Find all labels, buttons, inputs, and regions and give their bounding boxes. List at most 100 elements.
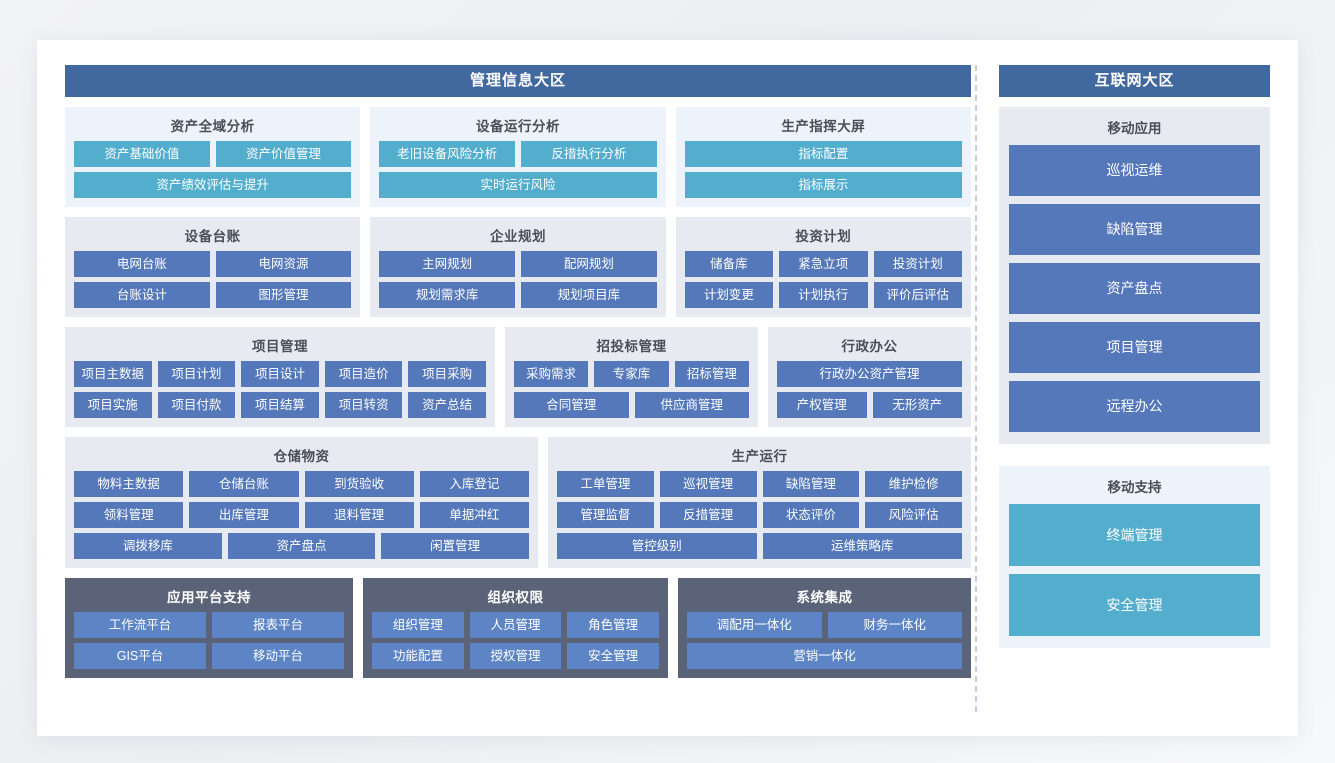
module-chip-g5b9e65f68fd0[interactable]: 实时运行风险	[379, 172, 657, 198]
management-zone-column: 管理信息大区 资产全域分析资产基础价值资产价值管理资产绩效评估与提升设备运行分析…	[65, 65, 971, 712]
module-chip-g50a859075e93[interactable]: 储备库	[684, 251, 774, 277]
module-chip-g8d2252a14e00[interactable]: 财务一体化	[827, 612, 962, 638]
module-chip-g8c0362e879fb[interactable]: 调拨移库	[74, 533, 222, 559]
module-chip-g56fe5f627ba1[interactable]: 图形管理	[215, 282, 352, 308]
module-chip-g5de189c67ba1[interactable]: 巡视管理	[659, 471, 757, 497]
module-chip-g5b8951687ba1[interactable]: 安全管理	[567, 643, 660, 669]
module-chip-g95f27f6e7ba1[interactable]: 闲置管理	[381, 533, 530, 559]
mobile-module-chip-g5b8951687ba1[interactable]: 安全管理	[1009, 574, 1260, 636]
group-row-operations: 仓储物资物料主数据仓储台账到货验收入库登记领料管理出库管理退料管理单据冲红调拨移…	[65, 437, 971, 568]
chip-row: 台账设计图形管理	[74, 282, 352, 308]
module-chip-g842595004e00[interactable]: 营销一体化	[687, 643, 962, 669]
module-chip-g630768075c55[interactable]: 指标展示	[684, 172, 962, 198]
group-card-g751f4ea78fd0: 生产运行工单管理巡视管理缺陷管理维护检修管理监督反措管理状态评价风险评估管控级别…	[548, 437, 971, 568]
module-chip-g988665997ba1[interactable]: 领料管理	[74, 502, 184, 528]
module-chip-g8bc44ef7540e[interactable]: 评价后评估	[873, 282, 962, 308]
module-chip-g8ba1521253d8[interactable]: 计划变更	[684, 282, 774, 308]
module-chip-g7ba1740676d1[interactable]: 管理监督	[557, 502, 654, 528]
mobile-module-chip-g987976ee7ba1[interactable]: 项目管理	[1009, 322, 1260, 373]
module-chip-g75357f518d44[interactable]: 电网资源	[215, 251, 352, 277]
chip-row: 功能配置授权管理安全管理	[372, 643, 660, 669]
module-chip-g914d7f5189c4[interactable]: 配网规划	[521, 251, 657, 277]
module-chip-g900065997ba1[interactable]: 退料管理	[304, 502, 414, 528]
module-chip-g4eba54587ba1[interactable]: 人员管理	[469, 612, 562, 638]
mobile-group-title: 移动应用	[1107, 121, 1162, 136]
module-chip-g8fd07ef47b56[interactable]: 运维策略库	[762, 533, 962, 559]
module-chip-g62a588685e73[interactable]: 报表平台	[212, 612, 344, 638]
module-chip-g726965994e3b[interactable]: 物料主数据	[74, 471, 184, 497]
module-chip-g4749535e7353[interactable]: GIS平台	[74, 643, 206, 669]
module-chip-g8ba152126267[interactable]: 计划执行	[779, 282, 868, 308]
module-chip-g987976ee7ed3[interactable]: 项目结算	[241, 392, 319, 418]
chip-row: GIS平台移动平台	[74, 643, 344, 669]
chip-row: 资产基础价值资产价值管理	[74, 141, 352, 167]
module-chip-g51fa5e937ba1[interactable]: 出库管理	[189, 502, 299, 528]
module-chip-g7d2760257acb[interactable]: 紧急立项	[779, 251, 868, 277]
module-chip-g79fb52a85e73[interactable]: 移动平台	[212, 643, 344, 669]
module-chip-g987976ee5b9e[interactable]: 项目实施	[74, 392, 152, 418]
management-zone-body: 资产全域分析资产基础价值资产价值管理资产绩效评估与提升设备运行分析老旧设备风险分…	[65, 107, 971, 712]
group-title: 招投标管理	[596, 339, 667, 354]
module-chip-g8d444ea7603b[interactable]: 资产总结	[408, 392, 486, 418]
mobile-module-chip-g7ec87aef7ba1[interactable]: 终端管理	[1009, 504, 1260, 566]
chip-row: 指标配置	[684, 141, 962, 167]
module-chip-g62db68077ba1[interactable]: 招标管理	[674, 361, 749, 387]
module-chip-g987976ee9020[interactable]: 项目造价	[324, 361, 403, 387]
mobile-module-chip-g7f3a96777ba1[interactable]: 缺陷管理	[1009, 204, 1260, 255]
module-chip-g987976ee8f6c[interactable]: 项目转资	[324, 392, 403, 418]
module-chip-g91c78d2d9700[interactable]: 采购需求	[514, 361, 589, 387]
module-chip-g63076807914d[interactable]: 指标配置	[684, 141, 962, 167]
module-chip-g529f80fd914d[interactable]: 功能配置	[372, 643, 464, 669]
module-chip-g8d444ea74ef7[interactable]: 资产价值管理	[215, 141, 352, 167]
module-chip-g7ec47ec77ba1[interactable]: 组织管理	[372, 612, 464, 638]
module-chip-g98ce96698bc4[interactable]: 风险评估	[865, 502, 962, 528]
module-chip-g5408540c7ba1[interactable]: 合同管理	[514, 392, 629, 418]
module-chip-g5de54f5c6d41[interactable]: 工作流平台	[74, 612, 206, 638]
group-row-ledger: 设备台账电网台账电网资源台账设计图形管理企业规划主网规划配网规划规划需求库规划项…	[65, 217, 971, 317]
module-chip-g53f08d268bbe[interactable]: 台账设计	[74, 282, 210, 308]
module-chip-g8d444ea77ee9[interactable]: 资产绩效评估与提升	[74, 172, 352, 198]
module-chip-g53cd63aa7ba1[interactable]: 反措管理	[659, 502, 757, 528]
group-title: 行政办公	[841, 339, 898, 354]
module-chip-g987976ee4ed8[interactable]: 项目付款	[157, 392, 236, 418]
chip-row: 工作流平台报表平台	[74, 612, 344, 638]
module-chip-g5355636e51b2[interactable]: 单据冲红	[419, 502, 529, 528]
module-chip-g800165e78bbe[interactable]: 老旧设备风险分析	[379, 141, 515, 167]
module-chip-g89d282727ba1[interactable]: 角色管理	[567, 612, 660, 638]
module-chip-g8d444ea757fa[interactable]: 资产基础价值	[74, 141, 210, 167]
module-chip-g51655e93767b[interactable]: 入库登记	[419, 471, 529, 497]
mobile-module-chip-g8fdc7a0b529e[interactable]: 远程办公	[1009, 381, 1260, 432]
module-chip-g987976ee91c7[interactable]: 项目采购	[408, 361, 486, 387]
module-chip-g75357f5153f0[interactable]: 电网台账	[74, 251, 210, 277]
module-chip-g72b660018bc4[interactable]: 状态评价	[762, 502, 860, 528]
module-chip-g987976ee8ba1[interactable]: 项目计划	[157, 361, 236, 387]
module-chip-g5de553557ba1[interactable]: 工单管理	[557, 471, 654, 497]
module-chip-g62958d448ba1[interactable]: 投资计划	[873, 251, 962, 277]
group-title: 投资计划	[795, 229, 852, 244]
mobile-module-chip-g8d444ea776d8[interactable]: 资产盘点	[1009, 263, 1260, 314]
chip-row: 组织管理人员管理角色管理	[372, 612, 660, 638]
group-card-g62958d448ba1: 投资计划储备库紧急立项投资计划计划变更计划执行评价后评估	[675, 217, 971, 317]
module-chip-g4f9b5e945546[interactable]: 供应商管理	[634, 392, 749, 418]
module-chip-g987976ee8bbe[interactable]: 项目设计	[241, 361, 319, 387]
module-chip-g4e135bb65e93[interactable]: 专家库	[594, 361, 669, 387]
mobile-group-g79fb52a8652f: 移动支持终端管理安全管理	[999, 466, 1270, 648]
module-chip-g89c452129700[interactable]: 规划需求库	[379, 282, 515, 308]
module-chip-g987976ee4e3b[interactable]: 项目主数据	[74, 361, 152, 387]
module-chip-g7ba163a77ea7[interactable]: 管控级别	[557, 533, 757, 559]
module-chip-g8c03914d7528[interactable]: 调配用一体化	[687, 612, 822, 638]
module-chip-g638867437ba1[interactable]: 授权管理	[469, 643, 562, 669]
module-chip-g4ea767437ba1[interactable]: 产权管理	[777, 392, 867, 418]
module-chip-g884c653f529e[interactable]: 行政办公资产管理	[777, 361, 962, 387]
module-chip-g7f3a96777ba1[interactable]: 缺陷管理	[762, 471, 860, 497]
module-chip-g53cd63aa6267[interactable]: 反措执行分析	[521, 141, 657, 167]
module-chip-g4ed350a853f0[interactable]: 仓储台账	[189, 471, 299, 497]
module-chip-g52308d279a8c[interactable]: 到货验收	[304, 471, 414, 497]
module-chip-g7ef462a468c0[interactable]: 维护检修	[865, 471, 962, 497]
module-chip-g4e3b7f5189c4[interactable]: 主网规划	[379, 251, 515, 277]
mobile-module-chip-g5de189c68fd0[interactable]: 巡视运维	[1009, 145, 1260, 196]
module-chip-g65e05f628d44[interactable]: 无形资产	[872, 392, 962, 418]
group-title: 生产运行	[731, 449, 788, 464]
module-chip-g89c452129879[interactable]: 规划项目库	[521, 282, 657, 308]
module-chip-g8d444ea776d8[interactable]: 资产盘点	[227, 533, 376, 559]
